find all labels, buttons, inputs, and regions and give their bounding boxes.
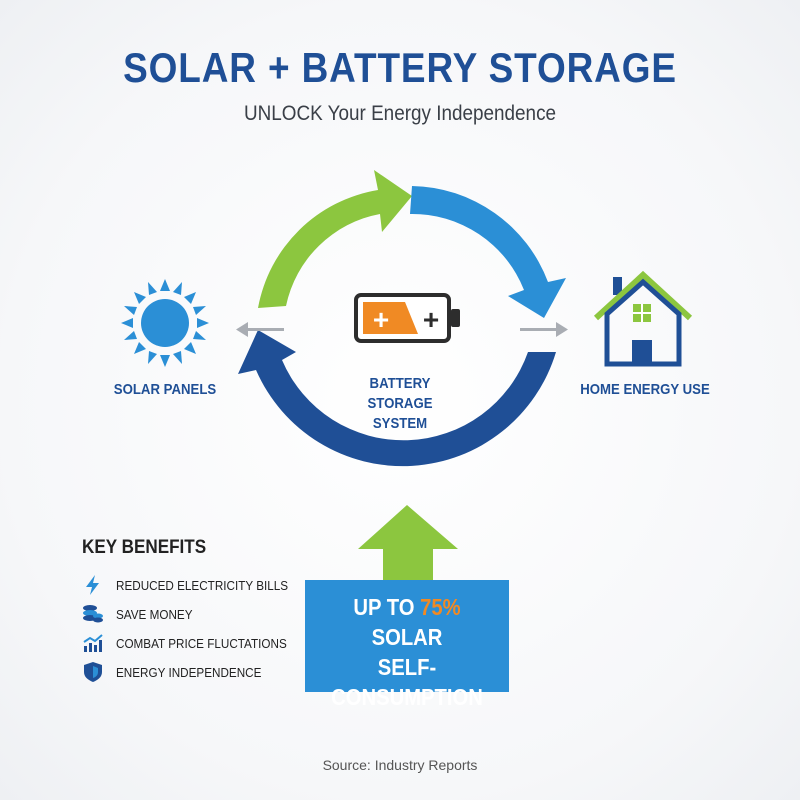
battery-icon [354,293,460,343]
green-up-arrow [358,505,458,582]
battery-plus-right: + [423,304,439,335]
benefit-label: SAVE MONEY [116,606,193,622]
chart-icon [83,634,103,652]
coins-icon [83,605,103,623]
benefit-item-price: COMBAT PRICE FLUCTATIONS [82,632,306,654]
page-title: SOLAR + BATTERY STORAGE [123,44,677,91]
blue-cycle-arrow [410,186,566,318]
benefit-label: COMBAT PRICE FLUCTATIONS [116,635,287,651]
arrow-to-home [520,322,568,337]
callout-prefix: UP TO [353,594,421,620]
shield-icon [84,662,102,682]
sun-icon [121,279,209,367]
lightning-icon [86,575,99,595]
callout-line1: UP TO 75% [317,592,497,622]
battery-label-line2: SYSTEM [372,415,428,432]
benefits-title: KEY BENEFITS [82,537,207,558]
source-note: Source: Industry Reports [322,757,478,773]
solar-panels-label: SOLAR PANELS [113,381,217,398]
benefit-label: REDUCED ELECTRICITY BILLS [116,577,289,593]
page-subtitle: UNLOCK Your Energy Independence [243,102,557,125]
self-consumption-callout: UP TO 75% SOLAR SELF-CONSUMPTION [305,580,509,710]
callout-percent: 75% [420,594,461,620]
battery-plus-left: + [373,304,389,335]
benefit-item-bills: REDUCED ELECTRICITY BILLS [82,574,307,596]
callout-line3: SELF-CONSUMPTION [331,654,483,710]
callout-line2: SOLAR [371,624,443,650]
benefit-item-save-money: SAVE MONEY [82,603,201,625]
home-energy-label: HOME ENERGY USE [580,381,710,398]
battery-label-line1: BATTERY STORAGE [367,375,433,412]
battery-storage-label: BATTERY STORAGE SYSTEM [338,374,461,434]
benefit-label: ENERGY INDEPENDENCE [116,664,262,680]
green-cycle-arrow [258,170,412,308]
battery-charge-fill [363,302,418,334]
arrow-to-solar [236,322,284,337]
benefit-item-independence: ENERGY INDEPENDENCE [82,661,278,683]
dark-blue-cycle-arrow [238,330,556,467]
house-icon [593,270,693,367]
